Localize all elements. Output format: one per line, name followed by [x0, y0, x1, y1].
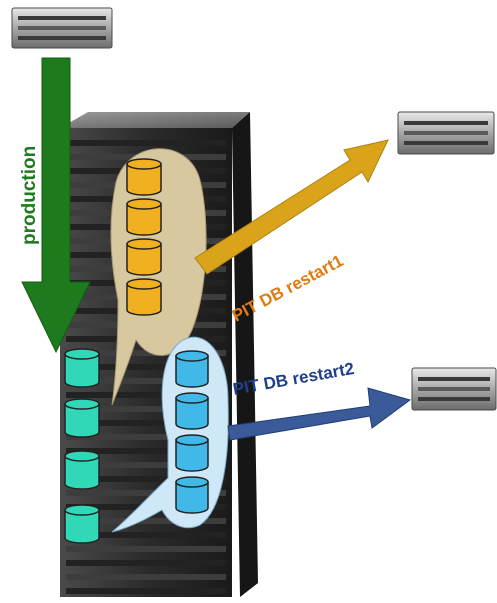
disks — [64, 158, 209, 544]
rack-shelf — [66, 392, 226, 398]
copy1-database-disk-icon — [126, 158, 162, 196]
rack-shelf — [66, 406, 226, 412]
rack-shelf — [66, 378, 226, 384]
source-server-icon — [11, 7, 113, 49]
rack-shelf — [66, 532, 226, 538]
restart1-arrow — [194, 139, 389, 275]
rack-shelf — [66, 588, 226, 594]
rack-shelf — [66, 462, 226, 468]
copy1-database-disk-icon — [126, 278, 162, 316]
rack-shelf — [66, 448, 226, 454]
target-server-2-icon — [411, 367, 497, 411]
copy1-database-disk-icon — [126, 198, 162, 236]
rack-shelf — [66, 560, 226, 566]
production-database-disk-icon — [64, 398, 100, 438]
production-arrow — [21, 57, 91, 354]
production-label: production — [19, 146, 40, 245]
target-server-1-icon — [397, 111, 495, 155]
rack-shelf — [66, 434, 226, 440]
rack-shelf — [66, 420, 226, 426]
copy2-database-disk-icon — [175, 434, 209, 472]
rack-shelf — [66, 350, 226, 356]
rack-shelf — [66, 518, 226, 524]
rack-shelf — [66, 364, 226, 370]
production-database-disk-icon — [64, 504, 100, 544]
copy2-database-disk-icon — [175, 476, 209, 514]
rack-shelf — [66, 546, 226, 552]
rack-shelf — [66, 140, 226, 146]
restart2-arrow — [227, 387, 412, 441]
production-database-disk-icon — [64, 450, 100, 490]
rack-shelf — [66, 574, 226, 580]
rack-shelf — [66, 476, 226, 482]
rack-shelf — [66, 490, 226, 496]
copy2-database-disk-icon — [175, 392, 209, 430]
copy2-database-disk-icon — [175, 350, 209, 388]
copy1-database-disk-icon — [126, 238, 162, 276]
production-database-disk-icon — [64, 348, 100, 388]
